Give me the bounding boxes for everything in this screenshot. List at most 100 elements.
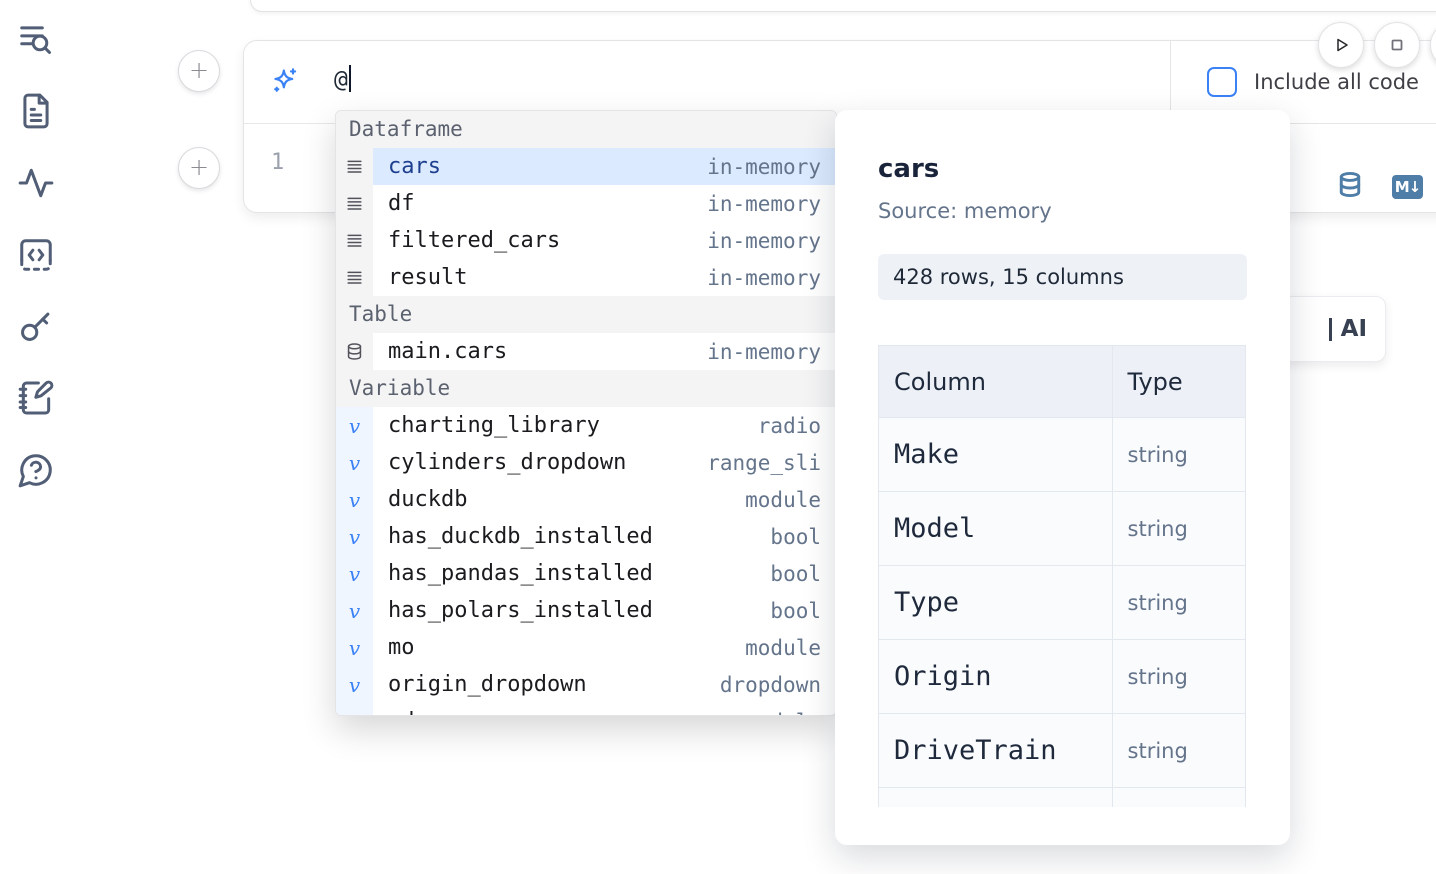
- clipped-letter: [1328, 317, 1332, 341]
- toc-search-icon[interactable]: [17, 20, 55, 58]
- code-editor-row[interactable]: 1 M↓: [244, 124, 1436, 212]
- item-name: has_pandas_installed: [388, 561, 653, 586]
- item-type: in-memory: [707, 154, 821, 179]
- autocomplete-item-df[interactable]: df in-memory: [336, 185, 836, 222]
- column-name: [878, 787, 1113, 807]
- column-type: string: [1111, 565, 1246, 640]
- variable-icon: v: [336, 444, 373, 481]
- column-header: Column: [878, 345, 1113, 418]
- preview-title: cars: [878, 154, 940, 184]
- item-type: in-memory: [707, 265, 821, 290]
- item-type: bool: [770, 598, 821, 623]
- item-type: module: [745, 487, 821, 512]
- variable-icon: v: [336, 592, 373, 629]
- code-snippets-icon[interactable]: [17, 236, 55, 274]
- scratchpad-icon[interactable]: [17, 379, 55, 417]
- item-name: filtered_cars: [388, 228, 561, 253]
- autocomplete-item-cylinders-dropdown[interactable]: v cylinders_dropdown range_sli: [336, 444, 836, 481]
- section-header-dataframe: Dataframe: [336, 111, 836, 148]
- autocomplete-item-has-polars-installed[interactable]: v has_polars_installed bool: [336, 592, 836, 629]
- sparkles-ai-icon: [269, 66, 300, 97]
- item-type: bool: [770, 561, 821, 586]
- column-type: string: [1111, 713, 1246, 788]
- autocomplete-item-has-pandas-installed[interactable]: v has_pandas_installed bool: [336, 555, 836, 592]
- variable-icon: v: [336, 518, 373, 555]
- section-header-table: Table: [336, 296, 836, 333]
- type-header: Type: [1111, 345, 1246, 418]
- dataframe-rows-icon: [336, 148, 373, 185]
- autocomplete-item-result[interactable]: result in-memory: [336, 259, 836, 296]
- stop-button[interactable]: [1374, 22, 1420, 68]
- autocomplete-item-main-cars[interactable]: main.cars in-memory: [336, 333, 836, 370]
- autocomplete-item-pd[interactable]: v pd module: [336, 703, 836, 716]
- dataframe-rows-icon: [336, 185, 373, 222]
- item-name: has_polars_installed: [388, 598, 653, 623]
- autocomplete-item-origin-dropdown[interactable]: v origin_dropdown dropdown: [336, 666, 836, 703]
- autocomplete-item-charting-library[interactable]: v charting_library radio: [336, 407, 836, 444]
- activity-icon[interactable]: [17, 164, 55, 202]
- autocomplete-item-filtered-cars[interactable]: filtered_cars in-memory: [336, 222, 836, 259]
- schema-row: Origin string: [878, 639, 1246, 714]
- text-cursor: [348, 65, 352, 92]
- column-name: DriveTrain: [878, 713, 1113, 788]
- preview-shape-badge: 428 rows, 15 columns: [878, 254, 1247, 300]
- database-output-icon[interactable]: [1336, 170, 1364, 199]
- item-name: df: [388, 191, 415, 216]
- run-cell-button[interactable]: [1318, 22, 1364, 68]
- item-name: result: [388, 265, 468, 290]
- item-name: cylinders_dropdown: [388, 450, 627, 475]
- dataframe-rows-icon: [336, 222, 373, 259]
- schema-row: DriveTrain string: [878, 713, 1246, 788]
- variable-icon: v: [336, 703, 373, 715]
- variable-icon: v: [336, 555, 373, 592]
- file-document-icon[interactable]: [17, 92, 55, 130]
- column-name: Model: [878, 491, 1113, 566]
- item-type: bool: [770, 524, 821, 549]
- add-cell-button[interactable]: +: [178, 50, 220, 92]
- autocomplete-item-mo[interactable]: v mo module: [336, 629, 836, 666]
- variable-icon: v: [336, 666, 373, 703]
- help-chat-icon[interactable]: [17, 451, 55, 489]
- item-type: in-memory: [707, 191, 821, 216]
- add-cell-button[interactable]: +: [178, 147, 220, 189]
- include-all-code-label: Include all code: [1254, 70, 1419, 94]
- column-name: Origin: [878, 639, 1113, 714]
- item-type: dropdown: [719, 672, 821, 697]
- variable-icon: v: [336, 629, 373, 666]
- column-type: string: [1111, 417, 1246, 492]
- column-type: string: [1111, 639, 1246, 714]
- ai-options-section: Include all code: [1170, 41, 1436, 124]
- ai-prompt-value: @: [334, 67, 348, 93]
- schema-row: [878, 787, 1246, 807]
- autocomplete-item-has-duckdb-installed[interactable]: v has_duckdb_installed bool: [336, 518, 836, 555]
- preview-source: Source: memory: [878, 199, 1052, 223]
- item-name: pd: [388, 709, 415, 715]
- item-type: radio: [757, 413, 821, 438]
- column-name: Type: [878, 565, 1113, 640]
- item-name: cars: [388, 154, 441, 179]
- autocomplete-item-cars[interactable]: cars in-memory: [336, 148, 836, 185]
- item-name: duckdb: [388, 487, 468, 512]
- variable-icon: v: [336, 481, 373, 518]
- key-icon[interactable]: [17, 307, 55, 345]
- autocomplete-dropdown: Dataframe cars in-memory df in-memory fi…: [335, 110, 837, 716]
- schema-row: Type string: [878, 565, 1246, 640]
- item-type: module: [745, 710, 821, 716]
- dataframe-preview-panel: cars Source: memory 428 rows, 15 columns…: [835, 110, 1290, 845]
- database-icon: [336, 333, 373, 370]
- markdown-export-icon[interactable]: M↓: [1392, 175, 1423, 199]
- ai-prompt-input[interactable]: @: [334, 65, 352, 93]
- item-name: origin_dropdown: [388, 672, 587, 697]
- include-all-code-checkbox[interactable]: [1207, 67, 1237, 97]
- item-type: range_sli: [707, 450, 821, 475]
- item-name: charting_library: [388, 413, 600, 438]
- column-name: Make: [878, 417, 1113, 492]
- schema-header-row: Column Type: [878, 345, 1246, 418]
- variable-icon: v: [336, 407, 373, 444]
- previous-cell-edge: [250, 0, 1436, 12]
- autocomplete-item-duckdb[interactable]: v duckdb module: [336, 481, 836, 518]
- section-header-variable: Variable: [336, 370, 836, 407]
- item-type: module: [745, 635, 821, 660]
- item-type: in-memory: [707, 339, 821, 364]
